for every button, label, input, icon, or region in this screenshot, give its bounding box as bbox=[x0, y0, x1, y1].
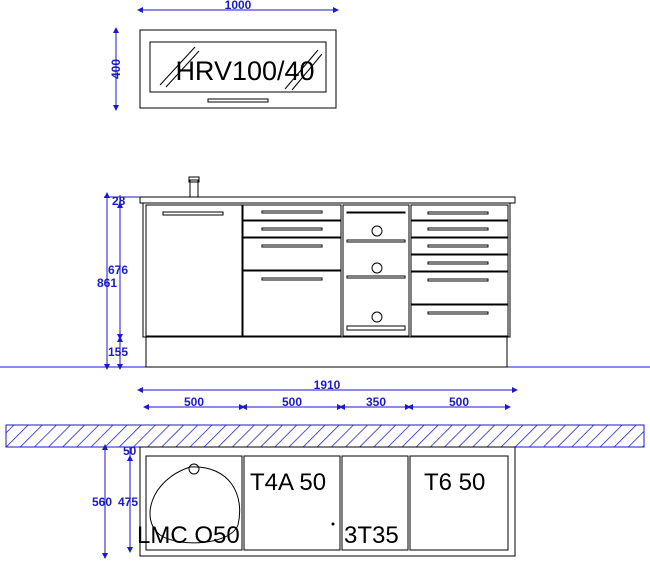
knob-3 bbox=[371, 311, 383, 323]
drawer-u4-4 bbox=[410, 254, 509, 272]
door-unit1 bbox=[145, 204, 243, 337]
faucet bbox=[189, 179, 199, 198]
unit2-label: T4A 50 bbox=[250, 469, 326, 496]
seg-1-dim: 500 bbox=[184, 395, 204, 409]
drawer-u2-3 bbox=[242, 237, 342, 271]
total-width-dim: 1910 bbox=[314, 378, 341, 392]
wall-cabinet-label: HRV100/40 bbox=[175, 56, 314, 86]
dim-28: 28 bbox=[112, 194, 126, 208]
wall-section bbox=[5, 424, 645, 448]
drawer-u4-6 bbox=[410, 304, 509, 337]
front-elevation: 28 676 861 155 bbox=[0, 176, 650, 370]
wall-cabinet-glass bbox=[149, 41, 327, 93]
sink-tap-hole bbox=[188, 463, 200, 475]
sink-bowl bbox=[149, 466, 241, 544]
wall-cabinet-handle bbox=[207, 98, 269, 103]
drawer-u4-1 bbox=[410, 204, 509, 221]
dim-676: 676 bbox=[108, 263, 128, 277]
seg-2-dim: 500 bbox=[282, 395, 302, 409]
plinth bbox=[145, 336, 508, 368]
wall-cabinet: 1000 400 HRV100/40 bbox=[109, 0, 339, 111]
seg-3-dim: 350 bbox=[366, 395, 386, 409]
plan-unit1 bbox=[145, 455, 243, 551]
drawer-u4-3 bbox=[410, 237, 509, 255]
plan-unit4 bbox=[409, 455, 509, 551]
drawer-u2-4 bbox=[242, 270, 342, 337]
width-dimensions: 1910 500 500 350 500 bbox=[137, 378, 518, 410]
unit3-label: 3T35 bbox=[344, 522, 399, 549]
door-handle bbox=[162, 211, 224, 216]
wall-height-dim: 400 bbox=[109, 59, 123, 79]
wall-cabinet-body bbox=[139, 29, 337, 109]
knob-1 bbox=[371, 225, 383, 237]
drawer-u2-2 bbox=[242, 220, 342, 238]
plan-unit2 bbox=[243, 455, 341, 551]
dim-861: 861 bbox=[97, 276, 117, 290]
drawer-u2-1 bbox=[242, 204, 342, 221]
dim-50: 50 bbox=[123, 444, 137, 458]
dim-155: 155 bbox=[108, 345, 128, 359]
seg-4-dim: 500 bbox=[449, 395, 469, 409]
drawer-u4-5 bbox=[410, 271, 509, 305]
unit1-label: LMC O50 bbox=[137, 522, 240, 549]
dim-475: 475 bbox=[118, 495, 138, 509]
unit3-frame bbox=[342, 204, 410, 337]
unit4-label: T6 50 bbox=[424, 469, 485, 496]
wall-width-dim: 1000 bbox=[225, 0, 252, 12]
drawer-u4-2 bbox=[410, 220, 509, 238]
dim-560: 560 bbox=[92, 495, 112, 509]
plan-carcass bbox=[139, 446, 516, 557]
knob-2 bbox=[371, 262, 383, 274]
plan-unit3 bbox=[341, 455, 409, 551]
plan-view: 50 560 475 LMC O50 T4A 50 3T35 T6 50 bbox=[5, 424, 645, 559]
worktop bbox=[139, 196, 516, 204]
